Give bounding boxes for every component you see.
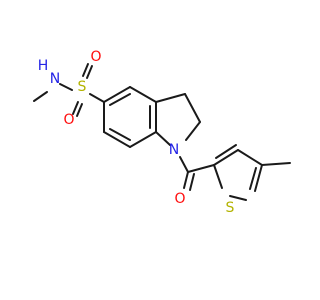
- bond-methyl-n: [33, 91, 48, 102]
- bond-thio-3-double: [249, 167, 257, 190]
- atom-o-carbonyl: O: [174, 191, 185, 207]
- bond-benz-2: [129, 86, 157, 103]
- bond-thio-3: [254, 164, 263, 192]
- atom-o-sulfonyl-bottom: O: [63, 112, 74, 128]
- molecule-drawing: N H S O O N O S: [33, 49, 291, 216]
- bond-thio-methyl: [261, 162, 291, 166]
- bond-thio-4: [229, 195, 247, 201]
- atom-h-amide: H: [38, 58, 49, 74]
- bond-benz-5: [103, 131, 131, 148]
- bond-thio-1: [213, 149, 239, 166]
- bond-n-carbonyl: [179, 156, 189, 173]
- bond-c-o-a: [183, 171, 189, 189]
- bond-benz-4: [129, 131, 157, 148]
- bond-s-aryl: [89, 93, 105, 103]
- atom-s-thiophene: S: [226, 200, 235, 216]
- bond-benz-double-3: [109, 128, 131, 141]
- bond-s-o-top-b: [82, 63, 89, 77]
- bond-ring5-2: [184, 93, 201, 123]
- atom-o-sulfonyl-top: O: [90, 49, 101, 65]
- atom-s-sulfonyl: S: [78, 79, 87, 95]
- bond-n-s: [59, 83, 73, 91]
- bond-thio-5: [213, 164, 223, 189]
- bond-ring5-3: [185, 121, 201, 141]
- bond-thio-2: [237, 149, 263, 166]
- bond-s-o-bottom-b: [76, 103, 83, 117]
- bond-s-o-top-a: [86, 65, 93, 79]
- bond-benz-1: [103, 86, 131, 103]
- atom-n-amide: N: [50, 71, 60, 87]
- bond-ring5-1: [155, 93, 186, 103]
- bond-thio-1-double: [215, 144, 237, 159]
- bond-s-o-bottom-a: [72, 101, 79, 115]
- bond-benz-double-1: [109, 93, 131, 106]
- bond-c-o-b: [189, 173, 195, 191]
- bond-ring5-4: [155, 131, 171, 146]
- atom-n-indoline: N: [169, 142, 179, 158]
- structure-diagram: N H S O O N O S: [33, 49, 291, 216]
- bond-carbonyl-thiophene: [187, 164, 215, 173]
